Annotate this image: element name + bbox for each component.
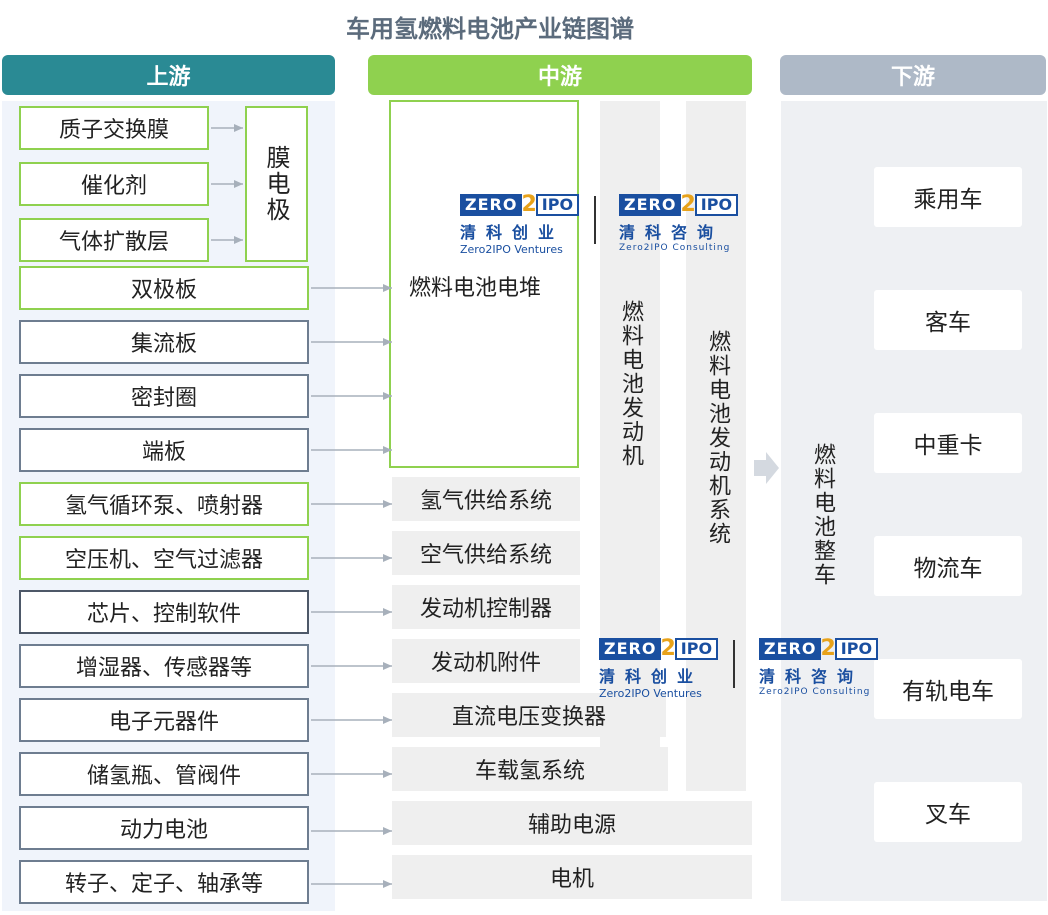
logo-zero-text: ZERO xyxy=(460,194,523,216)
logo-zero-text: ZERO xyxy=(619,194,682,216)
midstream-item: 空气供给系统 xyxy=(392,531,580,575)
downstream-item: 有轨电车 xyxy=(874,659,1022,719)
logo-ipo-text: IPO xyxy=(694,194,739,216)
logo-cn-text: 清科咨询 xyxy=(759,667,864,686)
fuel-cell-engine-system-label: 燃料电池发动机系统 xyxy=(705,330,730,546)
logo-en-text: Zero2IPO Ventures xyxy=(599,687,702,700)
page-title: 车用氢燃料电池产业链图谱 xyxy=(346,14,634,43)
logo-cn-text: 清科创业 xyxy=(599,667,704,686)
upstream-item: 转子、定子、轴承等 xyxy=(19,860,309,904)
engine-column xyxy=(600,101,660,791)
logo-en-text: Zero2IPO Consulting xyxy=(759,687,871,697)
fuel-cell-vehicle-label: 燃料电池整车 xyxy=(810,443,835,587)
midstream-item: 车载氢系统 xyxy=(392,747,668,791)
upstream-item: 密封圈 xyxy=(19,374,309,418)
midstream-item: 辅助电源 xyxy=(392,801,752,845)
upstream-header: 上游 xyxy=(2,55,335,95)
downstream-item: 中重卡 xyxy=(874,413,1022,473)
midstream-item: 氢气供给系统 xyxy=(392,477,580,521)
upstream-item: 端板 xyxy=(19,428,309,472)
midstream-item: 发动机控制器 xyxy=(392,585,580,629)
midstream-item: 电机 xyxy=(392,855,752,899)
logo-ipo-text: IPO xyxy=(674,638,719,660)
upstream-item: 电子元器件 xyxy=(19,698,309,742)
membrane-electrode-box: 膜电极 xyxy=(245,106,308,262)
upstream-item: 增湿器、传感器等 xyxy=(19,644,309,688)
engine-system-column xyxy=(686,101,746,791)
upstream-item: 芯片、控制软件 xyxy=(19,590,309,634)
downstream-item: 乘用车 xyxy=(874,167,1022,227)
logo-divider xyxy=(594,196,596,244)
logo-en-text: Zero2IPO Ventures xyxy=(460,243,563,256)
logo-cn-text: 清科咨询 xyxy=(619,223,724,242)
logo-divider xyxy=(733,640,735,688)
fuel-cell-engine-label: 燃料电池发动机 xyxy=(618,300,643,468)
downstream-panel xyxy=(781,101,1047,901)
logo-zero-text: ZERO xyxy=(599,638,662,660)
upstream-item-catalyst: 催化剂 xyxy=(19,162,209,206)
logo-two-text: 2 xyxy=(521,192,537,217)
upstream-item: 氢气循环泵、喷射器 xyxy=(19,482,309,526)
upstream-item: 动力电池 xyxy=(19,806,309,850)
logo-ipo-text: IPO xyxy=(535,194,580,216)
logo-two-text: 2 xyxy=(680,192,696,217)
midstream-header: 中游 xyxy=(368,55,752,95)
zero2ipo-ventures-logo: ZERO 2 IPO 清科创业 Zero2IPO Ventures xyxy=(460,192,580,256)
logo-en-text: Zero2IPO Consulting xyxy=(619,243,731,253)
downstream-item: 物流车 xyxy=(874,536,1022,596)
logo-two-text: 2 xyxy=(660,636,676,661)
upstream-item: 储氢瓶、管阀件 xyxy=(19,752,309,796)
downstream-header: 下游 xyxy=(780,55,1046,95)
fuel-cell-stack-box xyxy=(389,100,579,468)
zero2ipo-consulting-logo: ZERO 2 IPO 清科咨询 Zero2IPO Consulting xyxy=(619,192,739,253)
logo-two-text: 2 xyxy=(820,636,836,661)
upstream-item-gas-diffusion-layer: 气体扩散层 xyxy=(19,218,209,262)
fuel-cell-stack-label: 燃料电池电堆 xyxy=(409,276,542,301)
midstream-to-downstream-arrow xyxy=(754,452,779,484)
downstream-item: 叉车 xyxy=(874,782,1022,842)
zero2ipo-consulting-logo: ZERO 2 IPO 清科咨询 Zero2IPO Consulting xyxy=(759,636,879,697)
logo-ipo-text: IPO xyxy=(834,638,879,660)
upstream-item: 空压机、空气过滤器 xyxy=(19,536,309,580)
upstream-item-proton-membrane: 质子交换膜 xyxy=(19,106,209,150)
midstream-item: 直流电压变换器 xyxy=(392,693,666,737)
upstream-item: 双极板 xyxy=(19,266,309,310)
logo-zero-text: ZERO xyxy=(759,638,822,660)
logo-cn-text: 清科创业 xyxy=(460,223,565,242)
zero2ipo-ventures-logo: ZERO 2 IPO 清科创业 Zero2IPO Ventures xyxy=(599,636,719,700)
downstream-item: 客车 xyxy=(874,290,1022,350)
upstream-item: 集流板 xyxy=(19,320,309,364)
midstream-item: 发动机附件 xyxy=(392,639,580,683)
